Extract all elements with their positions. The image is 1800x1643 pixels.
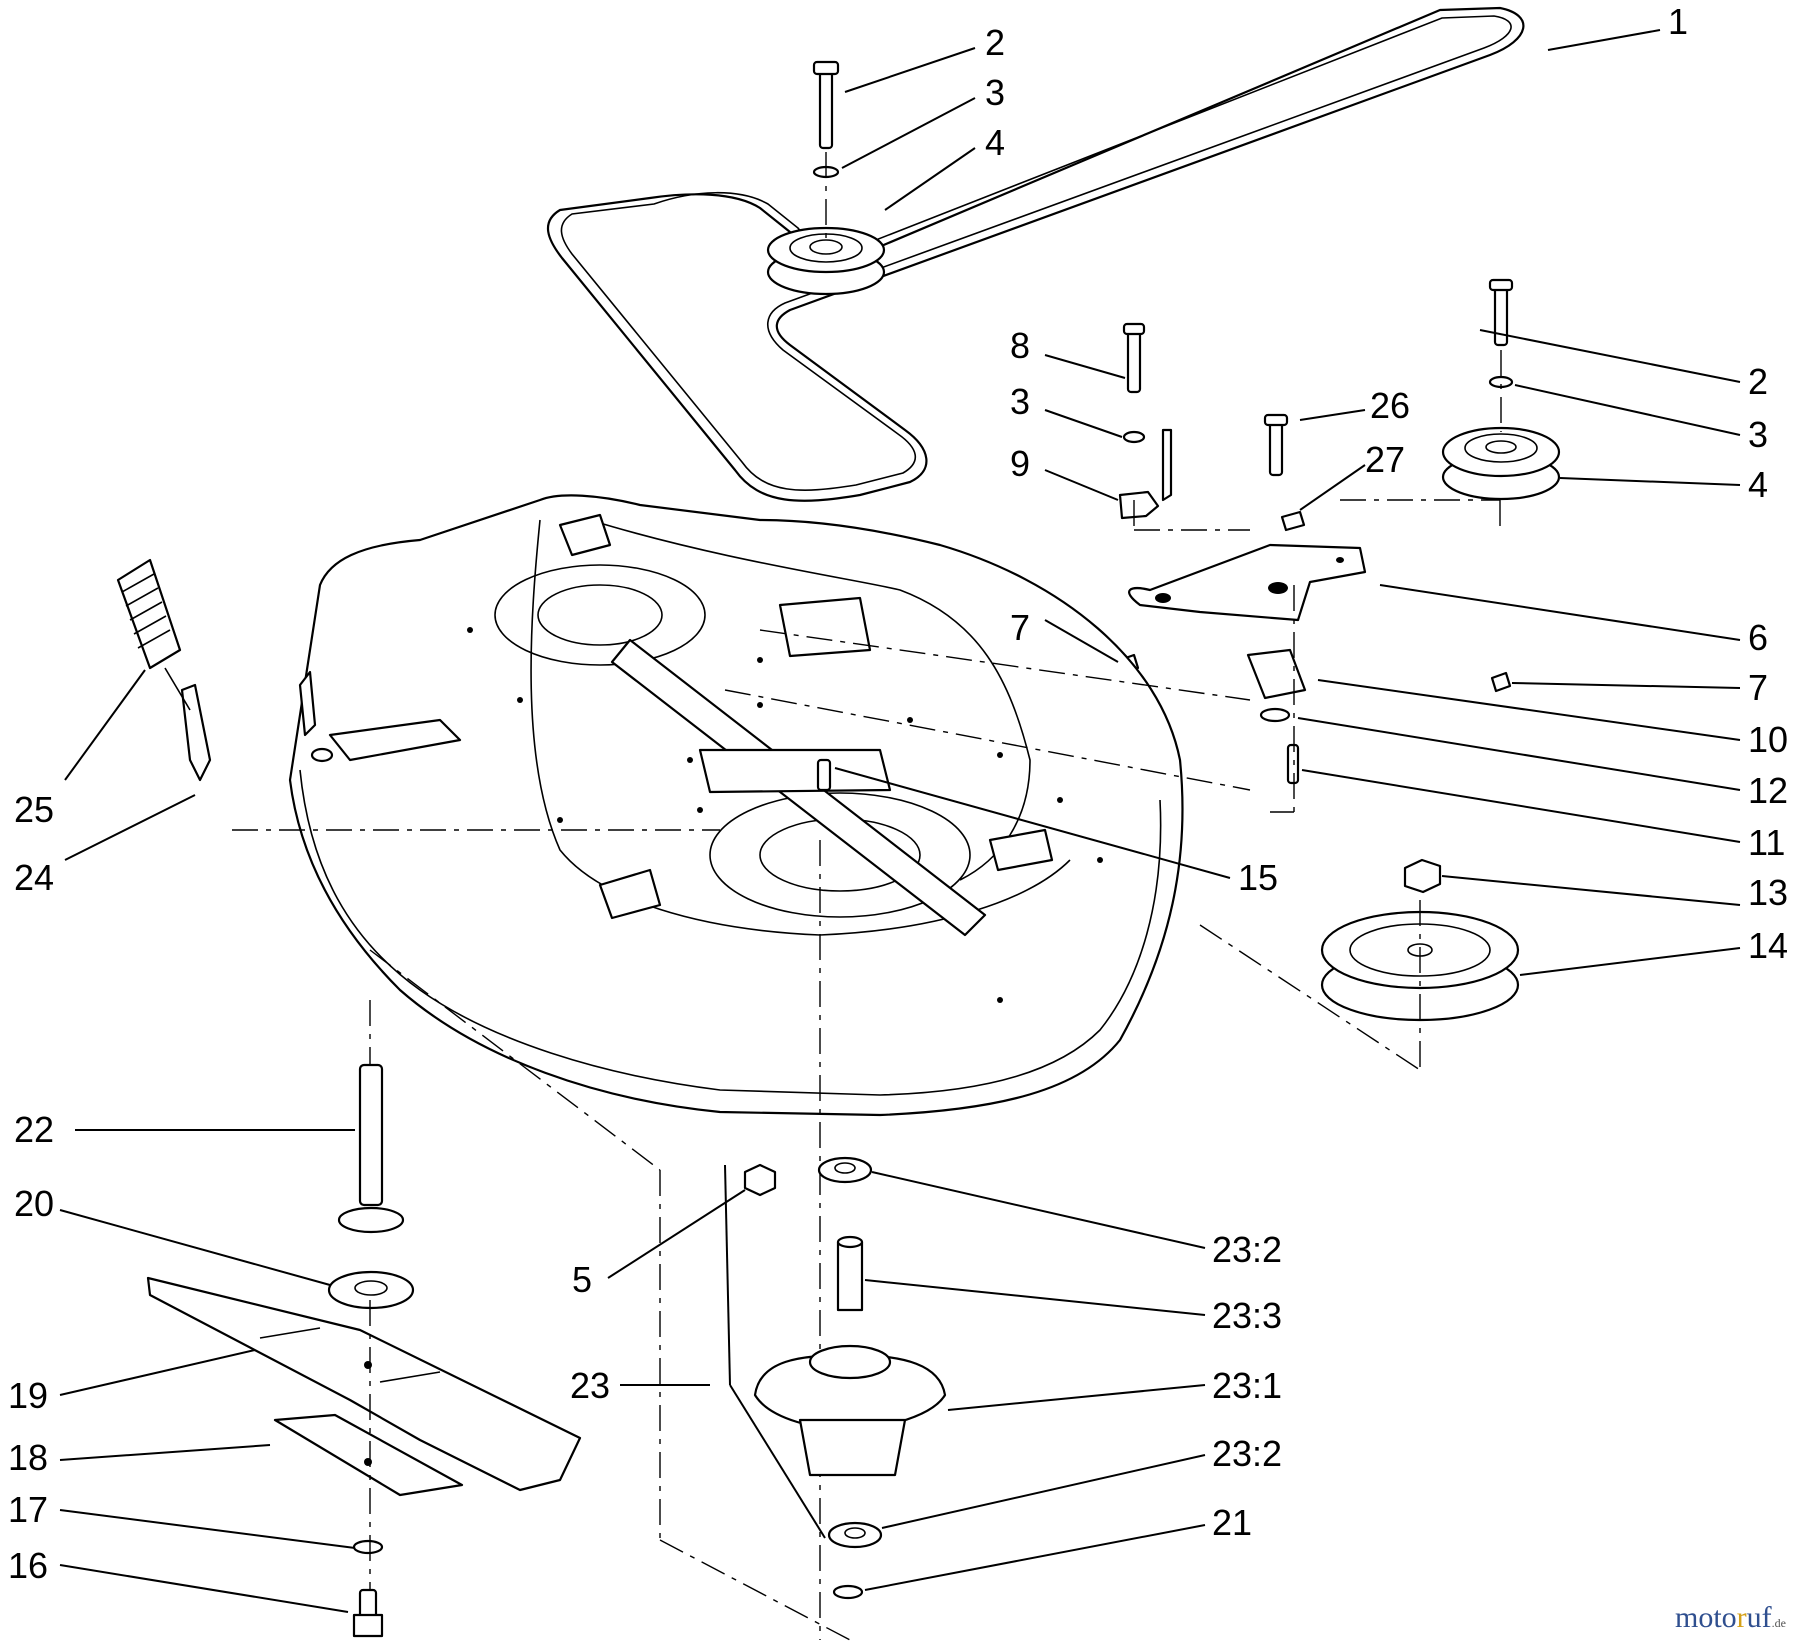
bearing-23-2-top: [817, 1156, 873, 1184]
callout-5: 5: [572, 1259, 592, 1300]
nut-5: [743, 1163, 777, 1197]
bolt-26: [1268, 418, 1284, 477]
callout-2-right: 2: [1748, 361, 1768, 402]
callout-1: 1: [1668, 1, 1688, 42]
washer-21: [832, 1584, 864, 1600]
nut-7-right: [1490, 671, 1512, 693]
callout-20: 20: [14, 1183, 54, 1224]
callout-16: 16: [8, 1545, 48, 1586]
callout-21: 21: [1212, 1502, 1252, 1543]
spacer-10: [1246, 648, 1307, 700]
spindle-shaft-22: [358, 1063, 384, 1207]
idler-bracket-assembly: [1118, 322, 1512, 813]
callout-7-left: 7: [1010, 607, 1030, 648]
callout-19: 19: [8, 1375, 48, 1416]
callout-9: 9: [1010, 443, 1030, 484]
leader-lines: [59, 29, 1741, 1613]
callout-23-2-top: 23:2: [1212, 1229, 1282, 1270]
bolt: [818, 66, 834, 150]
watermark-part3: uf: [1746, 1601, 1772, 1634]
spacer-20: [327, 1270, 415, 1310]
watermark-logo: motoruf.de: [1675, 1601, 1786, 1635]
center-spindle-well: [709, 792, 971, 918]
callout-26: 26: [1370, 385, 1410, 426]
blade-assembly: [146, 1000, 582, 1638]
callout-13: 13: [1748, 872, 1788, 913]
nut-13: [1403, 858, 1442, 894]
callout-24: 24: [14, 857, 54, 898]
idler-arm-6: [1128, 543, 1367, 622]
bolt-11: [1286, 743, 1300, 785]
blade-19: [146, 1276, 582, 1492]
spacer-23-3: [836, 1240, 864, 1312]
callout-3-bracket: 3: [1010, 381, 1030, 422]
callout-4-right: 4: [1748, 464, 1768, 505]
callout-7-right: 7: [1748, 667, 1768, 708]
spindle-pulley-assembly: [1320, 858, 1520, 1070]
left-spindle-well: [494, 564, 706, 666]
callout-3-top: 3: [985, 72, 1005, 113]
bolt-15: [816, 758, 832, 792]
washer-12: [1259, 707, 1291, 723]
watermark-part4: .de: [1771, 1616, 1786, 1630]
callout-6: 6: [1748, 617, 1768, 658]
watermark-part2: r: [1736, 1601, 1747, 1634]
callout-22: 22: [14, 1109, 54, 1150]
callout-23: 23: [570, 1365, 610, 1406]
callout-labels: 1 2 3 4 2 3 4 8 3 9 26 27 6 7 7 10 12 11…: [8, 1, 1788, 1586]
callout-15: 15: [1238, 857, 1278, 898]
callout-3-right: 3: [1748, 414, 1768, 455]
nut-27: [1280, 510, 1306, 532]
callout-2-top: 2: [985, 22, 1005, 63]
blade-adapter-18: [273, 1413, 464, 1497]
hook-24: [180, 683, 212, 782]
right-idler-pulley-assembly: [1441, 278, 1561, 501]
bearing-23-2-bottom: [827, 1521, 883, 1549]
callout-10: 10: [1748, 719, 1788, 760]
callout-23-1: 23:1: [1212, 1365, 1282, 1406]
callout-23-2-bottom: 23:2: [1212, 1433, 1282, 1474]
idler-pulley: [1441, 426, 1561, 478]
callout-14: 14: [1748, 925, 1788, 966]
callout-17: 17: [8, 1489, 48, 1530]
top-idler-pulley-assembly: [766, 60, 886, 296]
callout-4-top: 4: [985, 122, 1005, 163]
spring-25: [116, 558, 182, 670]
bolt-8: [1126, 328, 1142, 394]
stop-bolt-9: [1118, 490, 1160, 520]
callout-18: 18: [8, 1437, 48, 1478]
callout-25: 25: [14, 789, 54, 830]
callout-23-3: 23:3: [1212, 1295, 1282, 1336]
callout-11: 11: [1748, 822, 1785, 863]
drive-belt: [546, 6, 1525, 502]
washer-17: [352, 1539, 384, 1555]
spindle-assembly: [743, 1156, 947, 1600]
mower-deck: [232, 494, 1421, 1641]
callout-8: 8: [1010, 325, 1030, 366]
callout-27: 27: [1365, 439, 1405, 480]
callout-12: 12: [1748, 770, 1788, 811]
tension-spring-assembly: [116, 558, 212, 782]
watermark-part1: moto: [1675, 1601, 1737, 1634]
